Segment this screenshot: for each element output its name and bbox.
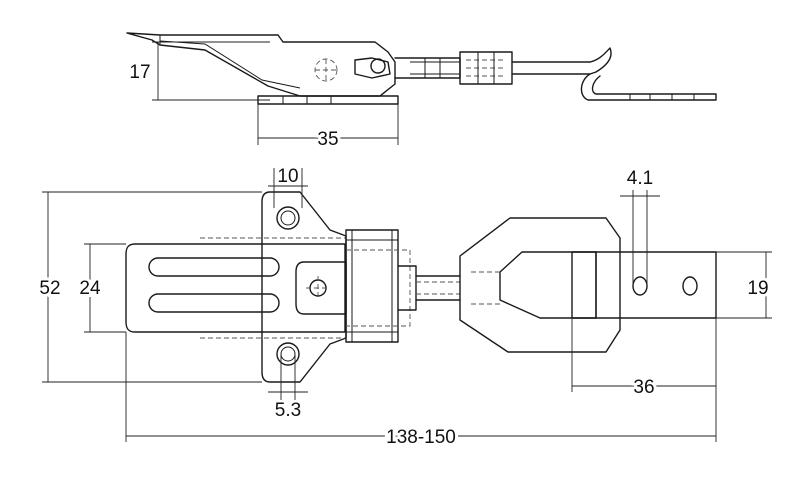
- keeper-hole-right: [682, 276, 698, 296]
- front-lever-strap: [125, 243, 346, 333]
- keeper-hole-left: [632, 276, 648, 296]
- dim-138-150-label: 138-150: [386, 427, 456, 448]
- dim-17-label: 17: [129, 62, 150, 83]
- dim-10-label: 10: [277, 166, 298, 187]
- dim-24-label: 24: [79, 278, 101, 299]
- dim-5-3: 5.3: [268, 354, 308, 421]
- dim-24: 24: [76, 243, 126, 333]
- dim-4-1-label: 4.1: [627, 168, 653, 189]
- dim-52: 52: [36, 191, 262, 383]
- dim-10: 10: [268, 166, 308, 208]
- dim-19: 19: [716, 251, 772, 319]
- dim-5-3-label: 5.3: [275, 400, 301, 421]
- hinge-block: [345, 229, 399, 343]
- dim-4-1: 4.1: [620, 168, 660, 286]
- dim-138-150: 138-150: [125, 332, 717, 451]
- front-view: [125, 191, 717, 383]
- keeper-loop: [459, 217, 621, 353]
- dim-36-label: 36: [633, 377, 654, 398]
- front-base-plate: [261, 191, 347, 383]
- keeper-crossbar: [571, 251, 597, 319]
- side-view: [126, 32, 717, 105]
- front-threaded-rod: [415, 275, 461, 301]
- lower-mount-hole: [276, 342, 300, 366]
- keeper-plate: [595, 251, 717, 319]
- dim-36: 36: [571, 318, 717, 401]
- side-keeper-hook: [580, 47, 717, 101]
- lower-slot: [148, 293, 280, 313]
- dim-19-label: 19: [747, 278, 768, 299]
- upper-slot: [148, 257, 280, 277]
- dim-35: 35: [257, 104, 399, 153]
- dim-17: 17: [129, 41, 270, 101]
- upper-mount-hole: [276, 206, 300, 230]
- side-rod: [394, 57, 461, 79]
- side-adjuster-nut: [459, 51, 513, 85]
- side-lever-arm: [126, 32, 396, 97]
- dim-35-label: 35: [317, 129, 338, 150]
- dim-52-label: 52: [39, 278, 60, 299]
- side-base-plate: [257, 95, 399, 105]
